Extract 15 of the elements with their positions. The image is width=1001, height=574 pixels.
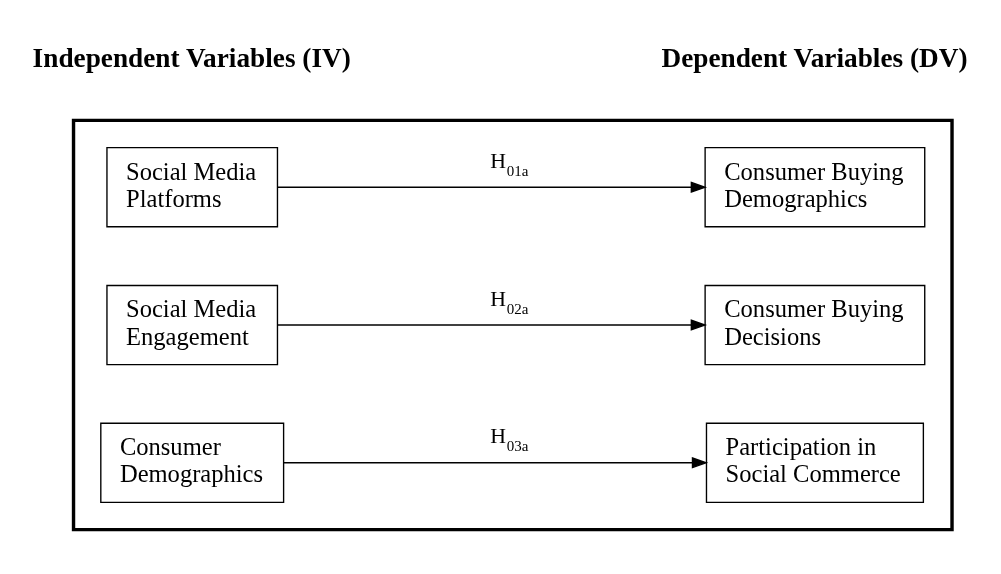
arrow <box>277 181 708 193</box>
edge-label: H$_{03a}$ <box>490 423 529 454</box>
node-box: Social Media Engagement <box>106 284 279 365</box>
label: Independent Variables (IV) <box>32 42 351 73</box>
node-box: Consumer Buying Decisions <box>704 284 926 365</box>
node-box: Consumer Demographics <box>100 422 285 503</box>
edge-label: H$_{01a}$ <box>490 148 529 179</box>
node-box: Participation in Social Commerce <box>705 422 925 503</box>
cluster <box>71 118 954 531</box>
arrow <box>277 318 708 331</box>
node-box: Consumer Buying Demographics <box>704 146 926 227</box>
arrow <box>283 456 709 468</box>
label: Dependent Variables (DV) <box>661 42 968 73</box>
edge-label: H$_{02a}$ <box>490 286 529 317</box>
node-box: Social Media Platforms <box>106 146 279 227</box>
